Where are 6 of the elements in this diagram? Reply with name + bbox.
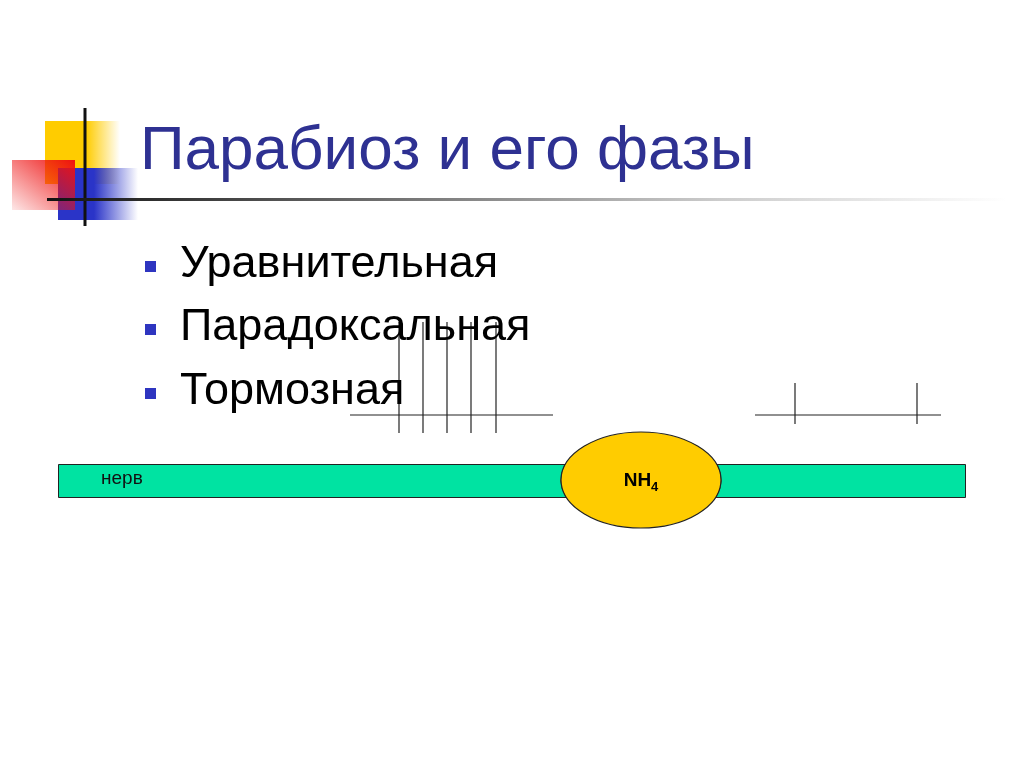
slide-title: Парабиоз и его фазы: [140, 112, 755, 184]
node-label: NH$_{4}$: [622, 469, 660, 496]
list-item: Уравнительная: [180, 236, 499, 288]
list-item: Парадоксальная: [180, 299, 531, 351]
list-item: Тормозная: [180, 363, 405, 415]
node-label: нерв: [101, 467, 143, 489]
